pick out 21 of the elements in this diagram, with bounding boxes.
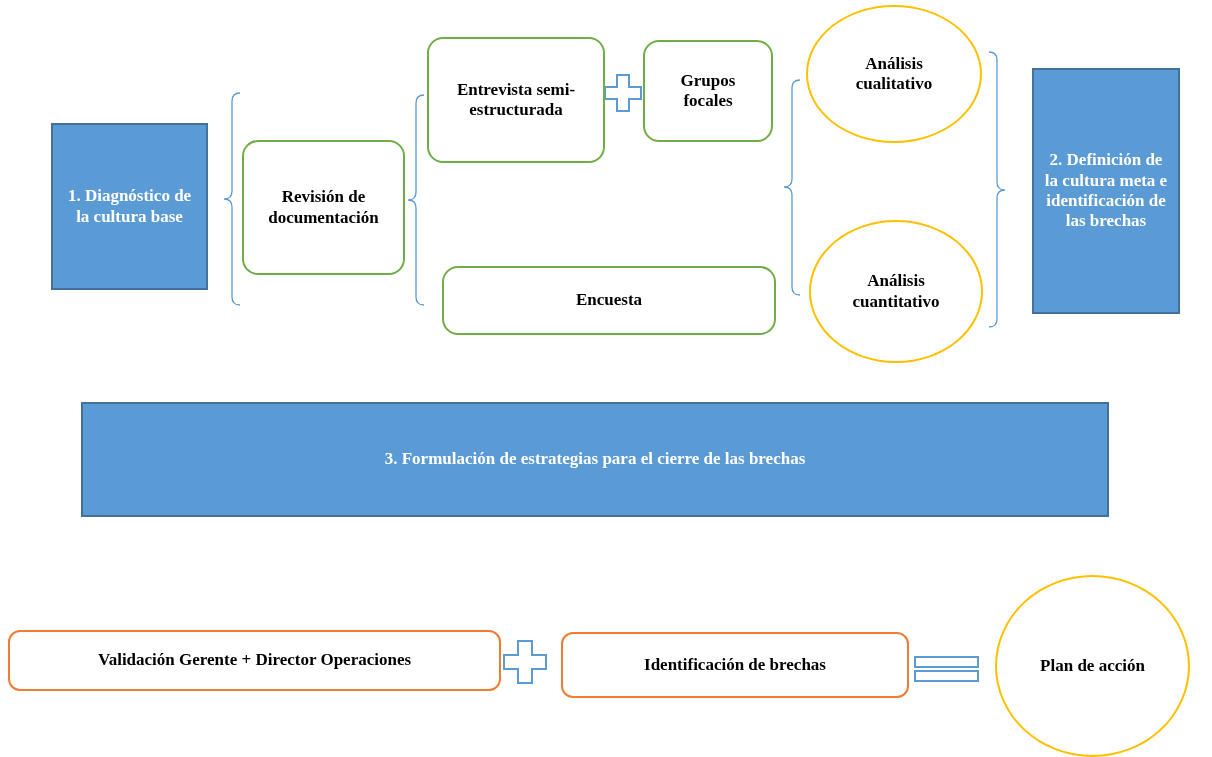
node-text: Análisis cualitativo <box>854 53 934 95</box>
rounded-box <box>561 632 909 698</box>
node-text: 2. Definición de la cultura meta e identificación de las brechas <box>1044 150 1168 232</box>
process-box <box>51 123 208 290</box>
node-text: Plan de acción <box>1040 655 1145 677</box>
rounded-box <box>8 630 501 691</box>
rounded-box <box>242 140 405 275</box>
process-box <box>81 402 1109 517</box>
node-text: Encuesta <box>575 290 643 311</box>
rounded-box <box>643 40 773 142</box>
rounded-box <box>427 37 605 163</box>
node-text: Grupos focales <box>679 70 737 112</box>
node-text: Validación Gerente + Director Operaciones <box>97 650 412 671</box>
rounded-box <box>442 266 776 335</box>
node-text: Análisis cuantitativo <box>851 271 941 312</box>
node-text: 3. Formulación de estrategias para el cierre de las brechas <box>384 449 806 470</box>
node-text: Revisión de documentación <box>267 187 380 228</box>
node-text: 1. Diagnóstico de la cultura base <box>66 186 193 227</box>
node-text: Identificación de brechas <box>644 654 826 676</box>
process-box <box>1032 68 1180 314</box>
node-text: Entrevista semi-estructurada <box>455 79 577 121</box>
